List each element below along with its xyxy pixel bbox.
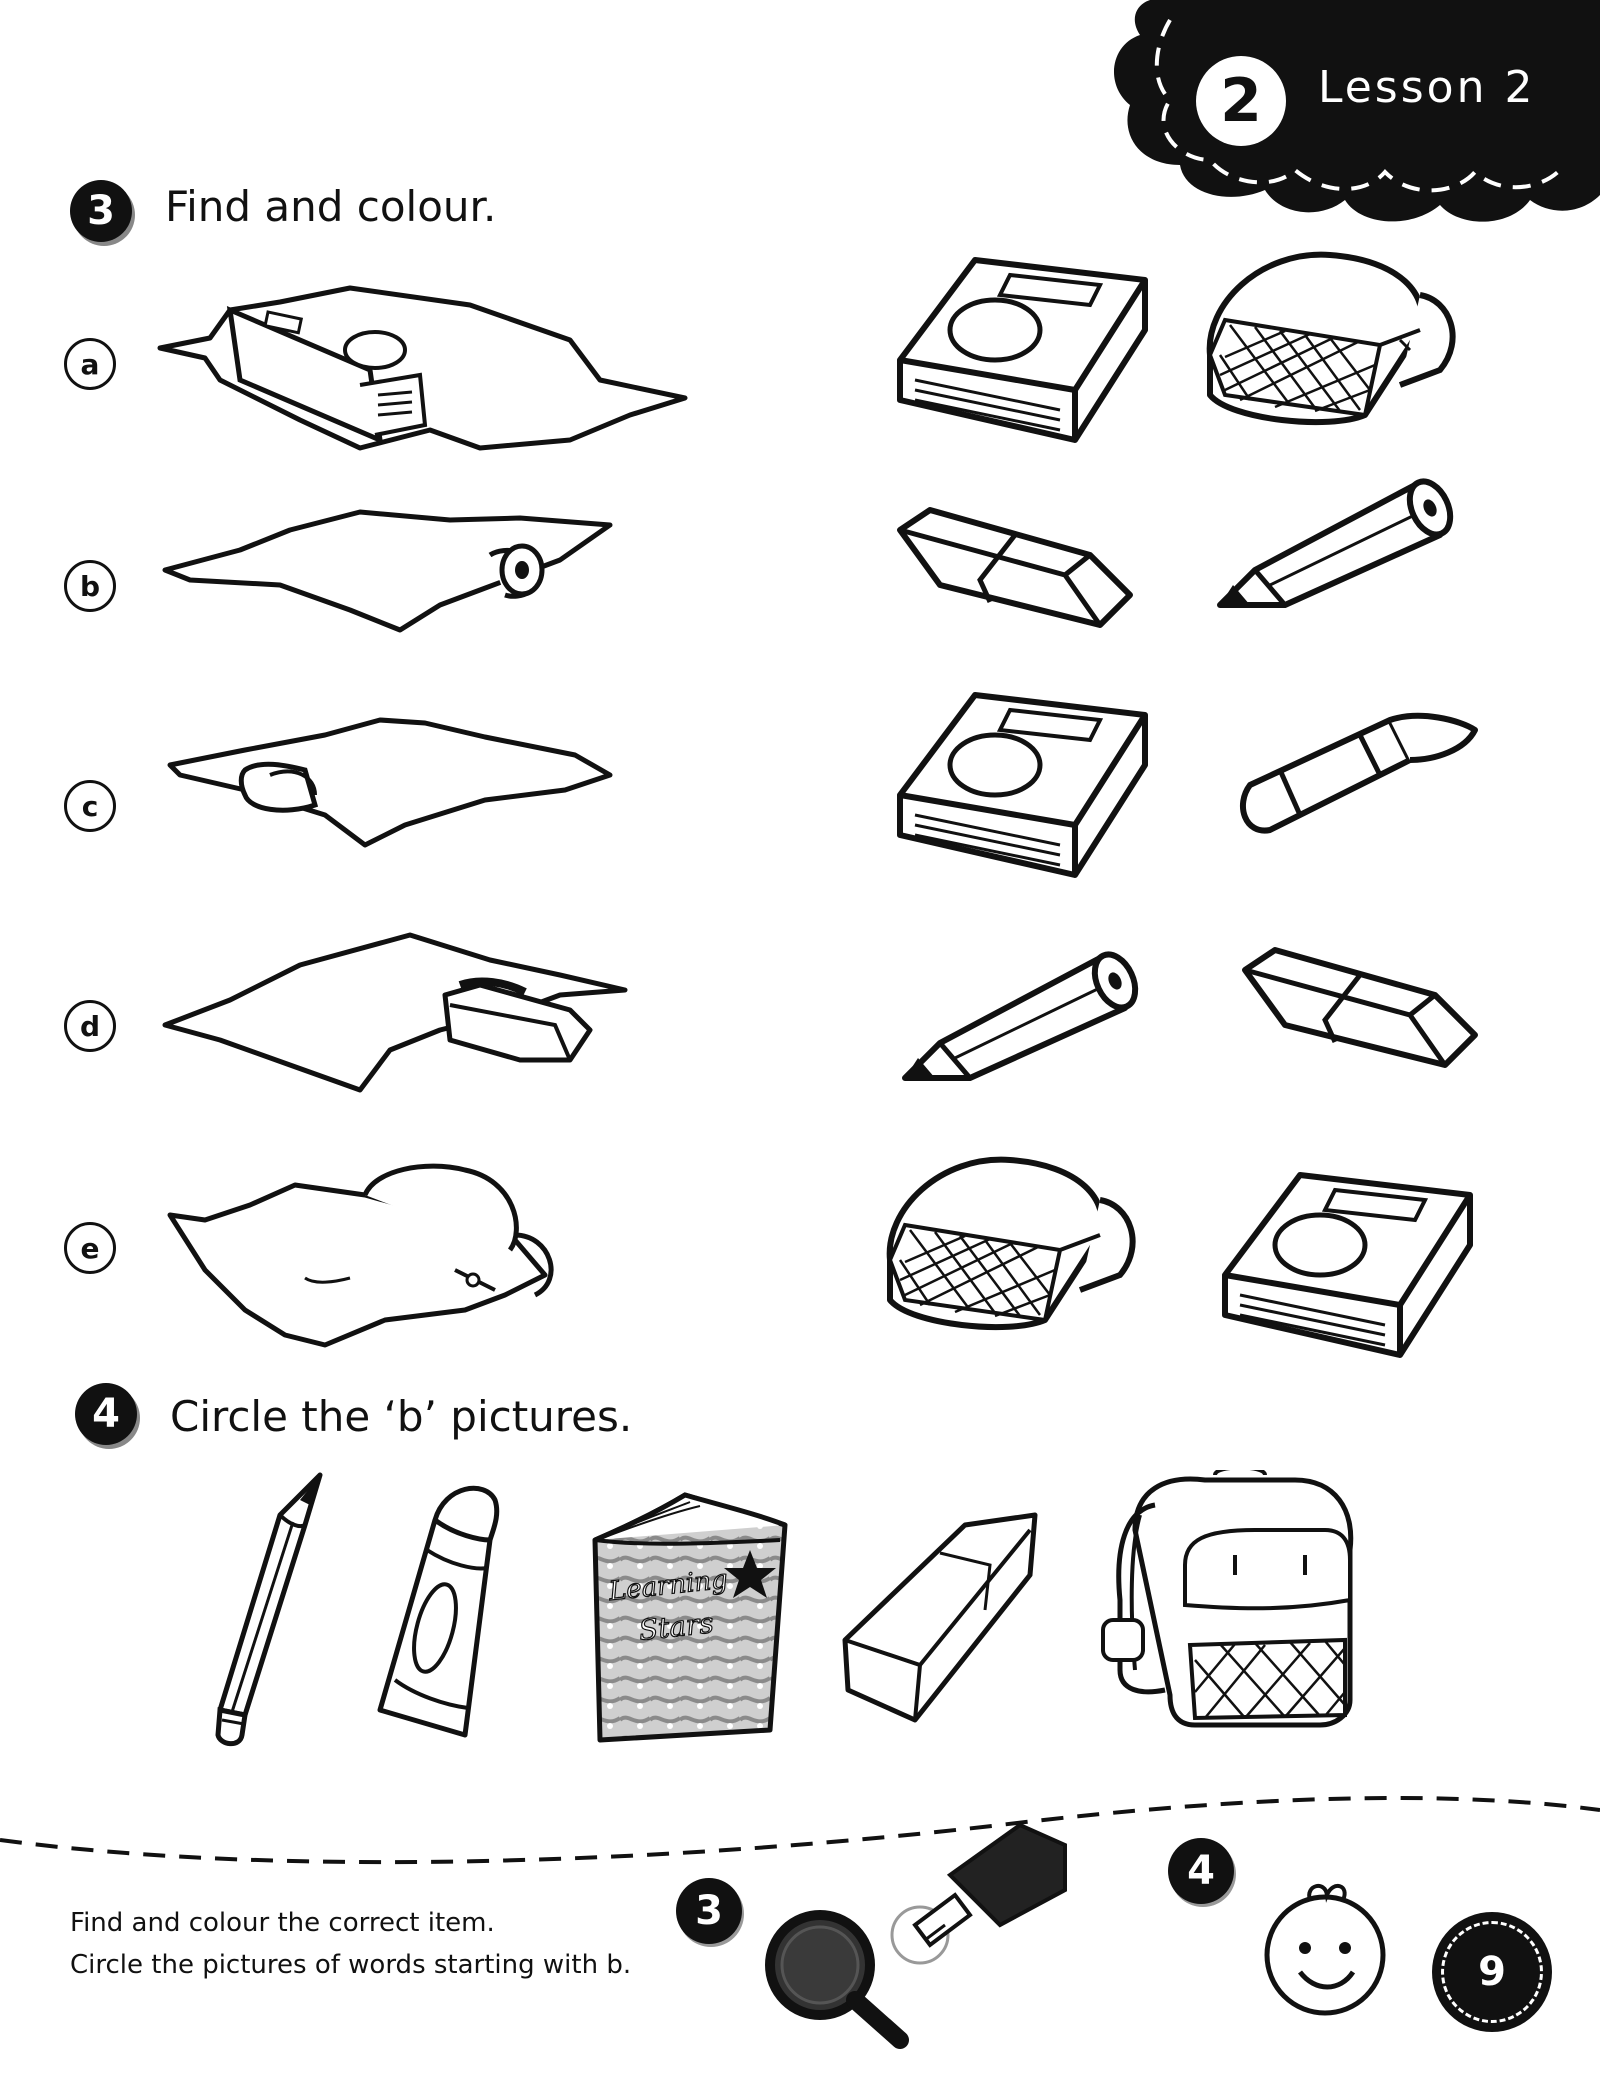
lesson-number-badge: 2 bbox=[1196, 56, 1286, 146]
choice-pencil-icon[interactable] bbox=[1215, 475, 1465, 615]
pencil-icon[interactable] bbox=[210, 1470, 340, 1750]
hidden-eraser-icon bbox=[162, 932, 628, 1093]
choice-book-icon[interactable] bbox=[885, 685, 1155, 885]
hidden-pencil-icon bbox=[162, 509, 613, 633]
footer-instruction-2: Circle the pictures of words starting wi… bbox=[70, 1950, 632, 1980]
row-letter-d: d bbox=[64, 1000, 116, 1052]
hidden-book-icon bbox=[157, 285, 688, 451]
footer-badge-4: 4 bbox=[1168, 1838, 1234, 1904]
lesson-title: Lesson 2 bbox=[1318, 62, 1536, 113]
page-number: 9 bbox=[1441, 1921, 1543, 2023]
footer-badge-3: 3 bbox=[676, 1878, 742, 1944]
row-letter-b: b bbox=[64, 560, 116, 612]
choice-book-icon[interactable] bbox=[885, 250, 1155, 450]
choice-book-icon[interactable] bbox=[1210, 1165, 1480, 1365]
hidden-crayon-icon bbox=[167, 717, 613, 848]
magnifying-glass-icon bbox=[765, 1910, 909, 2049]
footer-instruction-1: Find and colour the correct item. bbox=[70, 1908, 495, 1938]
dashed-divider bbox=[0, 1796, 1600, 1865]
eraser-icon[interactable] bbox=[840, 1505, 1050, 1735]
row-letter-c: c bbox=[64, 780, 116, 832]
exercise-3-number: 3 bbox=[70, 180, 132, 242]
lesson-header-cloud bbox=[1113, 0, 1600, 222]
book-icon[interactable]: Learning Stars bbox=[590, 1490, 790, 1750]
page-number-badge: 9 bbox=[1432, 1912, 1552, 2032]
bag-icon[interactable] bbox=[1095, 1470, 1375, 1730]
choice-pencil-case-icon[interactable] bbox=[1200, 245, 1470, 445]
choice-pencil-case-icon[interactable] bbox=[880, 1150, 1150, 1350]
choice-pencil-icon[interactable] bbox=[900, 948, 1150, 1088]
exercise-3-title: Find and colour. bbox=[165, 182, 497, 231]
book-cover-subtitle: Stars bbox=[637, 1606, 715, 1647]
hidden-pencil-case-icon bbox=[167, 1163, 554, 1348]
choice-eraser-icon[interactable] bbox=[890, 500, 1140, 640]
exercise-4-number: 4 bbox=[75, 1383, 137, 1445]
smiley-face-icon bbox=[1264, 1884, 1386, 2016]
row-letter-a: a bbox=[64, 338, 116, 390]
row-letter-e: e bbox=[64, 1222, 116, 1274]
crayon-icon[interactable] bbox=[375, 1480, 525, 1740]
choice-eraser-icon[interactable] bbox=[1235, 940, 1485, 1080]
choice-crayon-icon[interactable] bbox=[1230, 705, 1480, 845]
exercise-4-title: Circle the ‘b’ pictures. bbox=[170, 1392, 633, 1441]
glue-stick-icon bbox=[890, 1822, 1067, 1965]
